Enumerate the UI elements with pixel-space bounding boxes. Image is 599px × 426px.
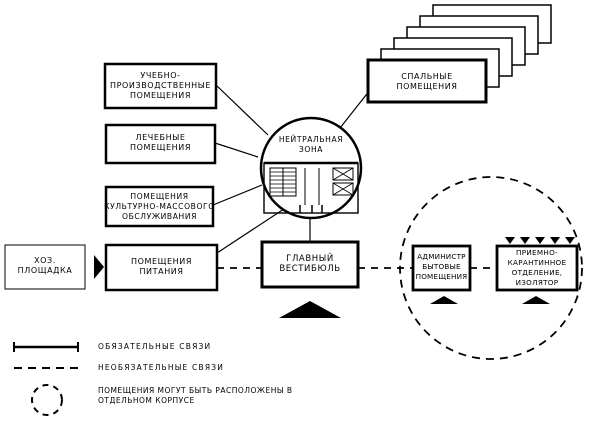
quarantine-wards-icon <box>505 237 575 244</box>
educational-box <box>103 62 218 110</box>
dining-box <box>104 243 219 292</box>
household-yard-box <box>4 244 86 290</box>
main-entrance-icon <box>279 301 341 318</box>
quarantine-box <box>495 244 579 292</box>
legend-separate-building-label: ПОМЕЩЕНИЯ МОГУТ БЫТЬ РАСПОЛОЖЕНЫ В ОТДЕЛ… <box>98 386 293 405</box>
medical-box <box>104 123 217 165</box>
legend-optional-label: НЕОБЯЗАТЕЛЬНЫЕ СВЯЗИ <box>98 363 225 372</box>
admin-entrance-icon <box>430 296 458 304</box>
separate-building-circle <box>399 176 583 360</box>
sleeping-box <box>366 58 488 104</box>
entrance-arrow-icon <box>94 255 104 279</box>
main-lobby-box <box>260 240 360 289</box>
legend-mandatory-label: ОБЯЗАТЕЛЬНЫЕ СВЯЗИ <box>98 342 212 351</box>
admin-box <box>411 244 472 292</box>
legend-solid-line-icon <box>13 342 79 352</box>
neutral-zone-plan <box>263 161 359 214</box>
cultural-box <box>104 185 215 228</box>
household-yard-label: ХОЗ.ПЛОЩАДКА <box>17 256 73 275</box>
link-educational <box>215 84 269 136</box>
link-cultural <box>212 184 263 206</box>
link-medical <box>214 142 259 158</box>
legend-dashed-circle-icon <box>31 384 63 416</box>
quarantine-entrance-icon <box>522 296 550 304</box>
link-sleeping <box>339 89 371 129</box>
